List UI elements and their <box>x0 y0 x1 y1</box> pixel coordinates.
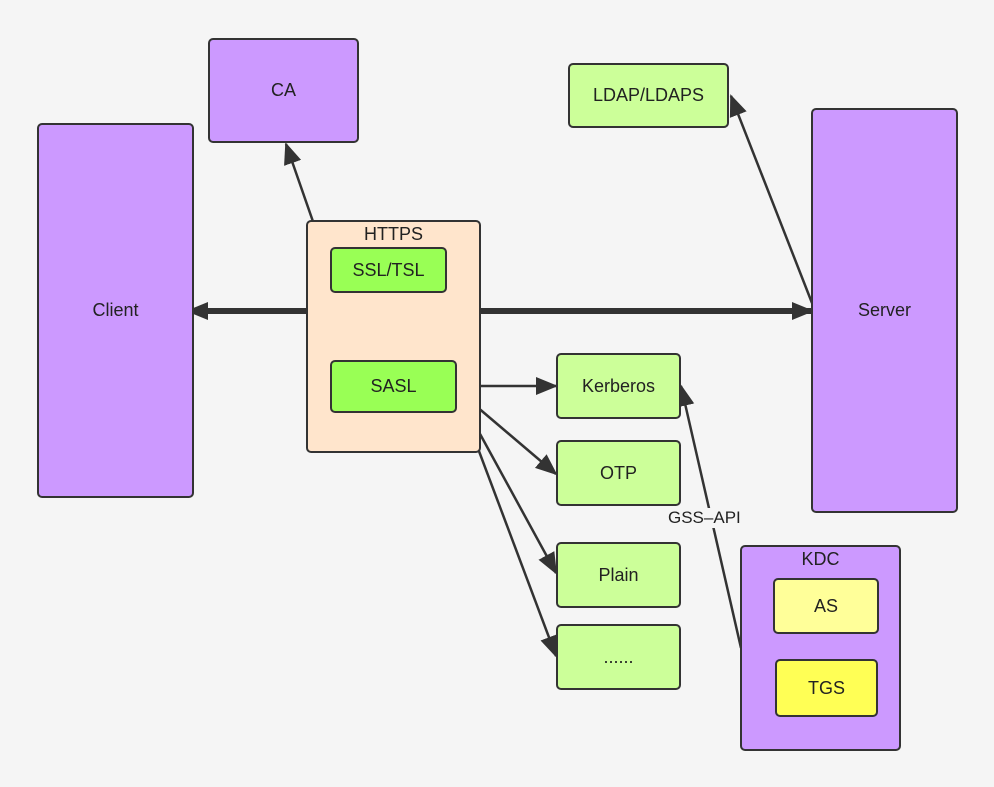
https-title: HTTPS <box>363 224 423 244</box>
sasl-label: SASL <box>370 376 417 396</box>
more-node: ...... <box>556 624 681 690</box>
as-node: AS <box>773 578 879 634</box>
otp-node: OTP <box>556 440 681 506</box>
otp-label: OTP <box>599 462 637 483</box>
kerberos-node: Kerberos <box>556 353 681 419</box>
server-node: Server <box>811 108 958 513</box>
gss-api-label: GSS–API <box>666 508 743 528</box>
more-label: ...... <box>603 646 634 667</box>
tgs-label: TGS <box>807 677 845 698</box>
arrow-server-to-ldap <box>729 94 814 304</box>
kdc-title: KDC <box>801 549 840 569</box>
sasl-node: SASL <box>330 360 457 413</box>
plain-node: Plain <box>556 542 681 608</box>
kdc-group: KDC <box>740 545 901 751</box>
ssl-tsl-label: SSL/TSL <box>352 259 425 280</box>
server-label: Server <box>857 300 911 320</box>
ca-node: CA <box>208 38 359 143</box>
ldap-label: LDAP/LDAPS <box>592 85 705 105</box>
kerberos-label: Kerberos <box>581 375 656 396</box>
client-node: Client <box>37 123 194 498</box>
client-label: Client <box>92 300 139 320</box>
plain-label: Plain <box>598 564 639 585</box>
ldap-node: LDAP/LDAPS <box>568 63 729 128</box>
ssl-tsl-node: SSL/TSL <box>330 247 447 293</box>
ca-label: CA <box>270 80 296 100</box>
as-label: AS <box>813 595 838 616</box>
tgs-node: TGS <box>775 659 878 717</box>
